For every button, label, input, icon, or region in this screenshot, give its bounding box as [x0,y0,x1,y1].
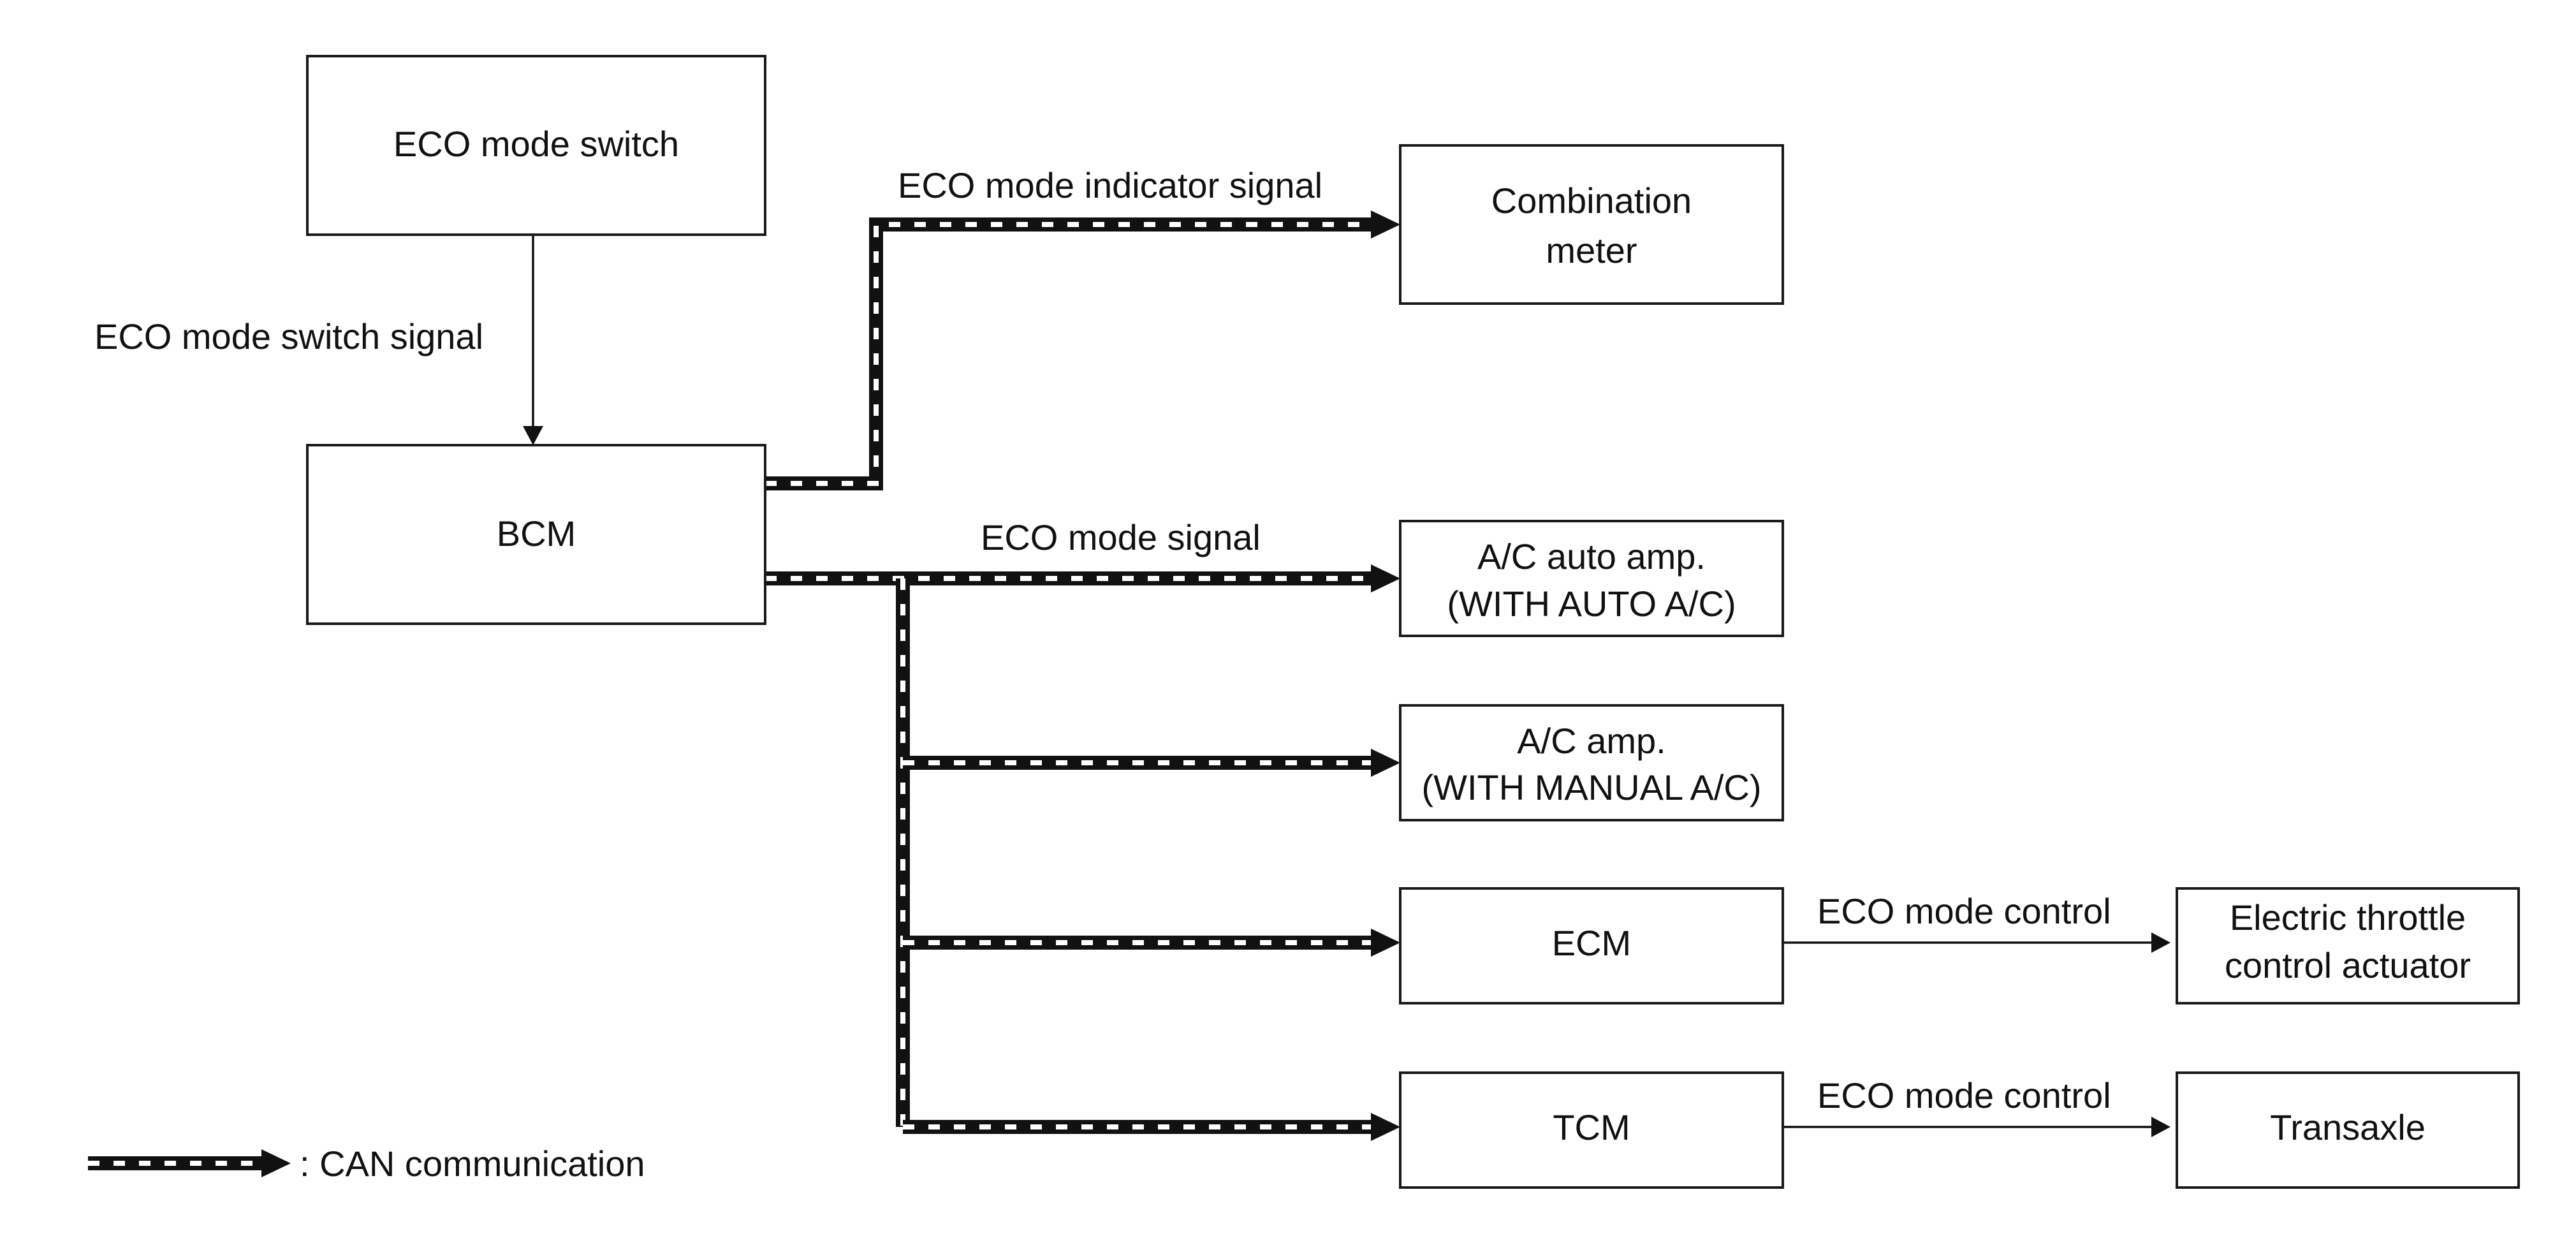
ac-auto-amp-text-2: (WITH AUTO A/C) [1447,584,1736,624]
electric-throttle-actuator-box: Electric throttle control actuator [2176,887,2520,1004]
can-to-ac-amp-arrowhead [1371,749,1400,777]
legend-can-line-sample [88,1149,291,1177]
tcm-text: TCM [1553,1107,1630,1147]
throttle-actuator-text-1: Electric throttle [2230,897,2466,938]
ac-amp-text-2: (WITH MANUAL A/C) [1421,767,1761,807]
transaxle-box: Transaxle [2176,1071,2520,1189]
eco-mode-control-ecm-label: ECO mode control [1817,891,2111,931]
tcm-box: TCM [1399,1071,1784,1189]
combination-meter-text-2: meter [1546,230,1637,270]
can-bcm-to-ac-auto-amp-arrowhead [1371,564,1400,592]
throttle-actuator-text-2: control actuator [2225,945,2471,985]
can-bcm-to-combination-meter-dash [765,222,1372,486]
switch-to-bcm-arrowhead [523,426,543,445]
can-bcm-to-combination-meter-arrowhead [1371,210,1400,239]
combination-meter-box: Combination meter [1399,144,1784,305]
legend-can-sample-arrowhead [261,1149,291,1177]
bcm-box: BCM [306,444,766,625]
combination-meter-text-1: Combination [1491,180,1692,221]
can-to-ecm-arrowhead [1371,929,1400,957]
can-bcm-to-combination-meter-outline [765,217,1372,490]
ac-auto-amp-text-1: A/C auto amp. [1477,536,1706,577]
eco-mode-switch-signal-label: ECO mode switch signal [94,316,483,357]
transaxle-text: Transaxle [2270,1107,2426,1147]
ac-amp-box: A/C amp. (WITH MANUAL A/C) [1399,704,1784,821]
plain-signal-lines [523,235,2170,1137]
ac-amp-text-1: A/C amp. [1517,721,1665,761]
ecm-to-throttle-arrowhead [2151,932,2170,953]
ecm-text: ECM [1552,923,1631,963]
legend-can-communication-label: : CAN communication [300,1144,645,1184]
eco-mode-indicator-signal-label: ECO mode indicator signal [898,165,1322,205]
bcm-text: BCM [497,513,576,554]
ac-auto-amp-box: A/C auto amp. (WITH AUTO A/C) [1399,520,1784,637]
can-communication-lines [765,210,1400,1141]
eco-mode-switch-text: ECO mode switch [393,124,679,164]
eco-mode-control-tcm-label: ECO mode control [1817,1075,2111,1115]
can-to-tcm-arrowhead [1371,1113,1400,1141]
eco-mode-signal-label: ECO mode signal [981,517,1261,557]
eco-mode-switch-box: ECO mode switch [306,55,766,236]
ecm-box: ECM [1399,887,1784,1004]
tcm-to-transaxle-arrowhead [2151,1117,2170,1137]
